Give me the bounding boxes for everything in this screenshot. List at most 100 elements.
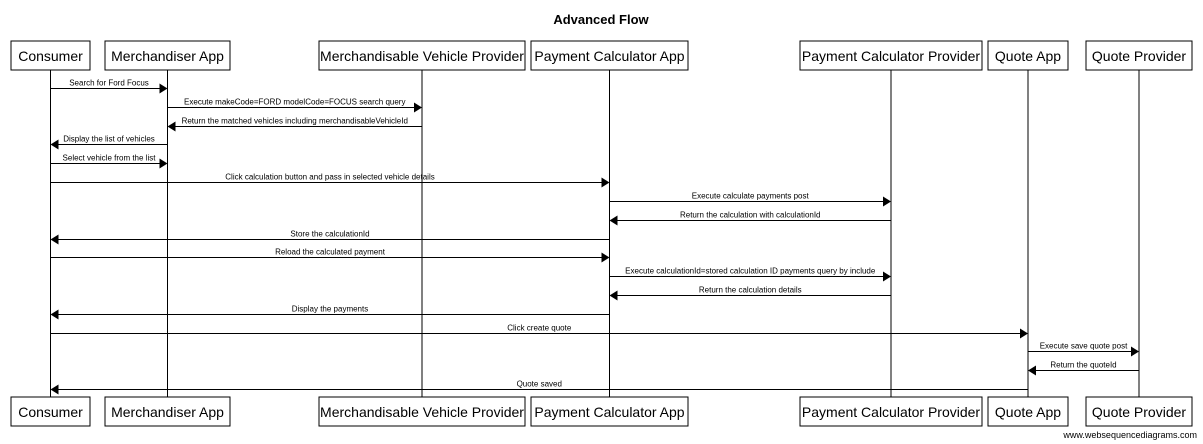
participant-label: Consumer — [18, 48, 83, 64]
arrowhead — [50, 384, 59, 395]
message-label: Return the calculation details — [699, 286, 802, 295]
participant-bottom-payment-calculator-app: Payment Calculator App — [530, 396, 689, 427]
participant-box — [10, 40, 91, 71]
participant-top-consumer: Consumer — [10, 40, 91, 71]
participant-box — [318, 40, 526, 71]
message-label: Execute save quote post — [1040, 342, 1128, 351]
participant-top-payment-calculator-provider: Payment Calculator Provider — [799, 40, 983, 71]
participant-box — [1085, 40, 1193, 71]
participant-label: Payment Calculator Provider — [802, 48, 981, 64]
arrowhead — [159, 83, 168, 94]
message-14: Click create quote — [50, 324, 1028, 339]
participant-top-payment-calculator-app: Payment Calculator App — [530, 40, 689, 71]
participant-bottom-quote-app: Quote App — [987, 396, 1069, 427]
participants-bottom: Consumer Merchandiser App Merchandisable V… — [10, 396, 1193, 427]
participant-box — [104, 40, 231, 71]
message-12: Return the calculation details — [609, 286, 891, 301]
message-1: Search for Ford Focus — [50, 79, 168, 94]
message-6: Click calculation button and pass in sel… — [50, 173, 610, 188]
message-label: Click create quote — [507, 324, 572, 333]
message-5: Select vehicle from the list — [50, 154, 168, 169]
footer-credit: www.websequencediagrams.com — [1062, 430, 1197, 440]
message-label: Search for Ford Focus — [69, 79, 149, 88]
message-7: Execute calculate payments post — [609, 192, 891, 207]
message-label: Execute calculate payments post — [692, 192, 810, 201]
participant-label: Payment Calculator Provider — [802, 404, 981, 420]
participant-label: Merchandisable Vehicle Provider — [320, 404, 524, 420]
arrowhead — [159, 158, 168, 169]
participant-box — [799, 40, 983, 71]
message-4: Display the list of vehicles — [50, 135, 168, 150]
participant-bottom-merchandiser-app: Merchandiser App — [104, 396, 231, 427]
message-label: Return the matched vehicles including me… — [182, 117, 408, 126]
participant-box — [318, 396, 526, 427]
message-3: Return the matched vehicles including me… — [167, 117, 422, 132]
participant-top-merchandiser-app: Merchandiser App — [104, 40, 231, 71]
arrowhead — [414, 102, 422, 113]
arrowhead — [883, 196, 891, 207]
message-label: Select vehicle from the list — [63, 154, 157, 163]
message-label: Return the calculation with calculationI… — [680, 211, 821, 220]
message-11: Execute calculationId=stored calculation… — [609, 267, 891, 282]
participant-box — [530, 396, 689, 427]
participant-label: Payment Calculator App — [534, 404, 684, 420]
participant-bottom-consumer: Consumer — [10, 396, 91, 427]
participant-box — [10, 396, 91, 427]
participant-label: Merchandiser App — [111, 404, 224, 420]
arrowhead — [50, 309, 59, 320]
message-label: Quote saved — [517, 380, 562, 389]
message-label: Click calculation button and pass in sel… — [225, 173, 434, 182]
participant-box — [1085, 396, 1193, 427]
message-label: Display the list of vehicles — [63, 135, 155, 144]
message-17: Quote saved — [50, 380, 1028, 395]
arrowhead — [883, 271, 891, 282]
participant-bottom-payment-calculator-provider: Payment Calculator Provider — [799, 396, 983, 427]
participant-label: Quote Provider — [1092, 404, 1186, 420]
message-label: Store the calculationId — [290, 230, 369, 239]
message-9: Store the calculationId — [50, 230, 610, 245]
participant-box — [530, 40, 689, 71]
participant-box — [799, 396, 983, 427]
participant-label: Quote App — [995, 404, 1061, 420]
participant-label: Quote Provider — [1092, 48, 1186, 64]
message-13: Display the payments — [50, 305, 610, 320]
participants-top: Consumer Merchandiser App Merchandisable V… — [10, 40, 1193, 71]
participant-box — [987, 40, 1069, 71]
arrowhead — [609, 215, 618, 226]
participant-label: Quote App — [995, 48, 1061, 64]
arrowhead — [609, 290, 618, 301]
message-label: Execute makeCode=FORD modelCode=FOCUS se… — [184, 98, 405, 107]
participant-box — [104, 396, 231, 427]
message-label: Reload the calculated payment — [275, 248, 386, 257]
arrowhead — [601, 177, 610, 188]
arrowhead — [1020, 328, 1028, 339]
participant-box — [987, 396, 1069, 427]
arrowhead — [1131, 346, 1139, 357]
participant-bottom-quote-provider: Quote Provider — [1085, 396, 1193, 427]
lifelines — [50, 70, 1140, 397]
participant-top-merchandisable-vehicle-provider: Merchandisable Vehicle Provider — [318, 40, 526, 71]
message-2: Execute makeCode=FORD modelCode=FOCUS se… — [167, 98, 422, 113]
diagram-title: Advanced Flow — [553, 12, 649, 27]
arrowhead — [167, 121, 176, 132]
message-8: Return the calculation with calculationI… — [609, 211, 891, 226]
arrowhead — [601, 252, 610, 263]
participant-top-quote-provider: Quote Provider — [1085, 40, 1193, 71]
message-label: Display the payments — [292, 305, 368, 314]
message-label: Return the quoteId — [1050, 361, 1116, 370]
message-label: Execute calculationId=stored calculation… — [625, 267, 876, 276]
participant-label: Consumer — [18, 404, 83, 420]
participant-label: Merchandiser App — [111, 48, 224, 64]
arrowhead — [50, 139, 59, 150]
arrowhead — [1028, 365, 1036, 376]
message-15: Execute save quote post — [1028, 342, 1139, 357]
message-10: Reload the calculated payment — [50, 248, 610, 263]
participant-label: Merchandisable Vehicle Provider — [320, 48, 524, 64]
message-16: Return the quoteId — [1028, 361, 1139, 376]
participant-top-quote-app: Quote App — [987, 40, 1069, 71]
participant-label: Payment Calculator App — [534, 48, 684, 64]
arrowhead — [50, 234, 59, 245]
participant-bottom-merchandisable-vehicle-provider: Merchandisable Vehicle Provider — [318, 396, 526, 427]
